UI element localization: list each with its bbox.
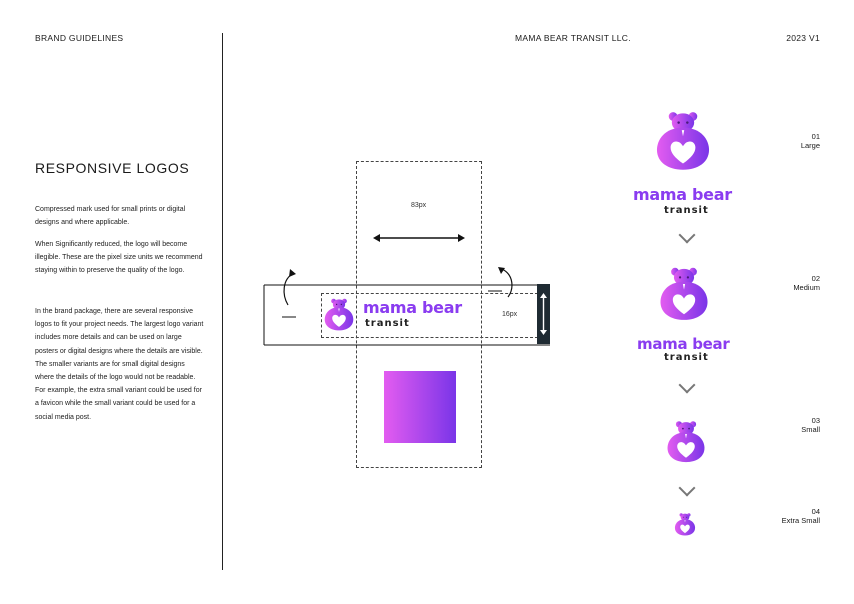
medium-wordmark: mama bear (637, 335, 730, 353)
medium-subword: transit (664, 352, 709, 363)
bear-icon (664, 413, 708, 469)
variant-label-medium: 02 Medium (793, 274, 820, 292)
section-title: RESPONSIVE LOGOS (35, 160, 190, 176)
diagram-subword: transit (365, 318, 410, 329)
paragraph-size-units: When Significantly reduced, the logo wil… (35, 241, 203, 275)
paragraph-compressed-mark: Compressed mark used for small prints or… (35, 206, 186, 227)
chevron-down-icon (678, 376, 696, 394)
chevron-down-icon (678, 479, 696, 497)
bear-icon (656, 258, 712, 328)
variant-label-extra-small: 04 Extra Small (781, 507, 820, 525)
chevron-down-icon (678, 226, 696, 244)
height-label: 16px (502, 311, 518, 318)
header-company-name: MAMA BEAR TRANSIT LLC. (515, 33, 631, 43)
gradient-swatch (384, 371, 456, 443)
height-arrow (540, 293, 547, 335)
paragraph-brand-package: In the brand package, there are several … (35, 308, 204, 421)
vertical-dashed-frame (356, 161, 482, 468)
bear-icon (322, 294, 356, 334)
diagram-wordmark: mama bear (363, 298, 462, 317)
large-subword: transit (664, 205, 709, 216)
width-label: 83px (411, 202, 427, 209)
variant-label-small: 03 Small (801, 416, 820, 434)
guide-lines (263, 267, 550, 346)
bear-icon (673, 507, 697, 541)
column-divider (222, 33, 223, 570)
header-brand-guidelines: BRAND GUIDELINES (35, 33, 124, 43)
width-arrow (373, 234, 465, 242)
bear-icon (652, 104, 714, 176)
large-wordmark: mama bear (633, 185, 732, 204)
header-version: 2023 V1 (786, 33, 820, 43)
variant-label-large: 01 Large (800, 132, 820, 150)
